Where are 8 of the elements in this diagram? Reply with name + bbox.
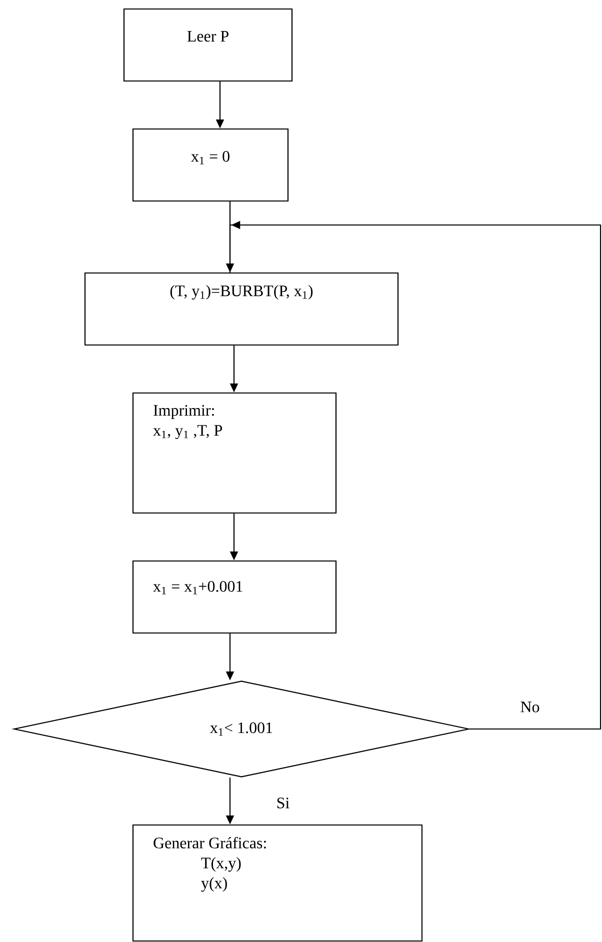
process-box: Generar Gráficas: T(x,y) y(x) xyxy=(132,824,423,942)
process-box: (T, y$_{1}$)=BURBT(P, x$_{1}$) xyxy=(84,272,399,346)
process-box: x$_{1}$ = x$_{1}$+0.001 xyxy=(132,560,337,634)
edge-label: Si xyxy=(275,796,291,810)
process-box: Imprimir: x$_{1}$, y$_{1}$ ,T, P xyxy=(132,392,337,514)
process-box: Leer P xyxy=(123,8,293,82)
process-box: x$_{1}$ = 0 xyxy=(132,128,289,202)
edge-label: No xyxy=(519,700,541,714)
